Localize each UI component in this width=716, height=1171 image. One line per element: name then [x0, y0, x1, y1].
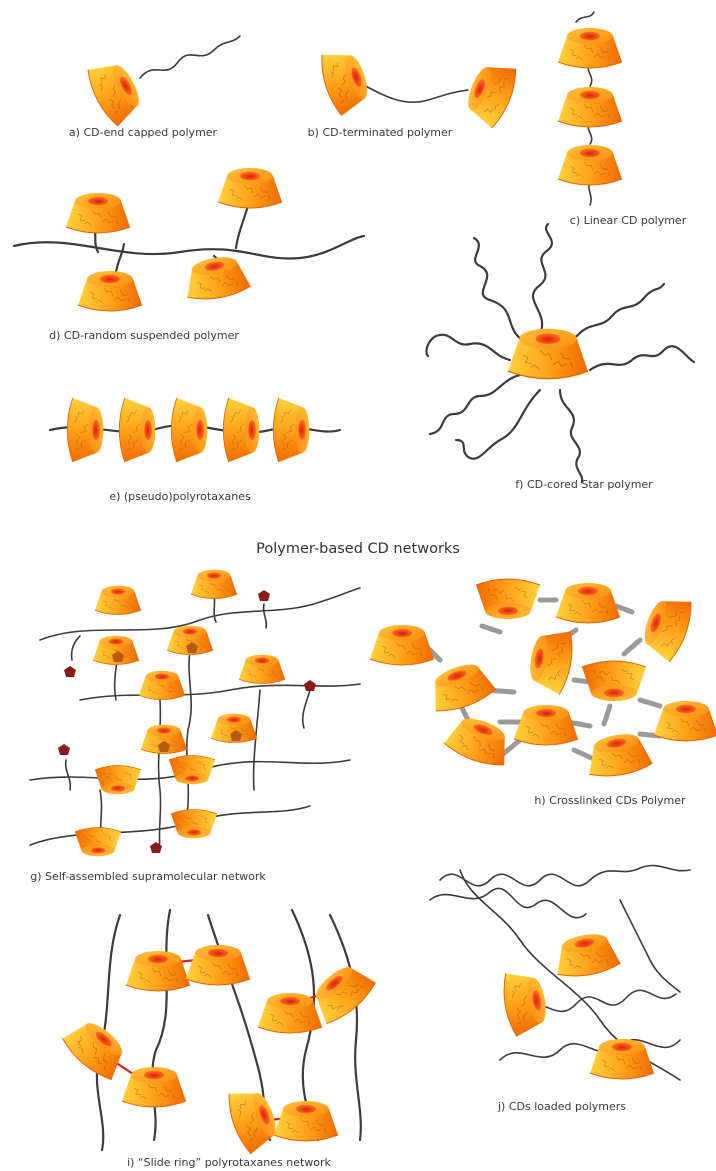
cyclodextrin-icon — [170, 397, 208, 463]
cyclodextrin-icon — [459, 55, 522, 131]
cyclodextrin-icon — [168, 755, 216, 785]
cyclodextrin-icon — [272, 397, 310, 463]
caption-j: j) CDs loaded polymers — [497, 1100, 626, 1113]
cyclodextrin-icon — [551, 929, 623, 981]
caption-b: b) CD-terminated polymer — [308, 126, 453, 139]
caption-a: a) CD-end capped polymer — [69, 126, 218, 139]
cyclodextrin-icon — [525, 625, 577, 697]
cyclodextrin-icon — [66, 397, 104, 463]
guest-molecule-icon — [258, 590, 270, 601]
cyclodextrin-icon — [238, 654, 286, 684]
cyclodextrin-icon — [94, 585, 142, 615]
panel-i-slide-ring: i) “Slide ring” polyrotaxanes network — [58, 908, 380, 1169]
guest-molecule-icon — [186, 642, 198, 653]
caption-h: h) Crosslinked CDs Polymer — [534, 794, 686, 807]
cyclodextrin-icon — [222, 397, 260, 463]
cyclodextrin-icon — [222, 1081, 284, 1157]
cyclodextrin-icon — [581, 660, 647, 702]
panel-a-end-capped: a) CD-end capped polymer — [69, 35, 241, 139]
guest-molecule-icon — [158, 741, 170, 752]
panel-e-polyrotaxanes: e) (pseudo)polyrotaxanes — [48, 397, 342, 503]
cyclodextrin-icon — [369, 624, 435, 666]
cyclodextrin-icon — [125, 950, 191, 992]
guest-molecule-icon — [304, 680, 316, 691]
cyclodextrin-icon — [170, 809, 218, 839]
cyclodextrin-icon — [74, 827, 122, 857]
guest-molecule-icon — [58, 744, 70, 755]
caption-c: c) Linear CD polymer — [570, 214, 687, 227]
panel-b-terminated: b) CD-terminated polymer — [308, 43, 522, 139]
cyclodextrin-icon — [190, 569, 238, 599]
cyclodextrin-icon — [217, 167, 283, 209]
caption-d: d) CD-random suspended polymer — [49, 329, 239, 342]
cyclodextrin-icon — [181, 252, 253, 304]
caption-i: i) “Slide ring” polyrotaxanes network — [127, 1156, 331, 1169]
cyclodextrin-icon — [138, 670, 186, 700]
panel-j-loaded: j) CDs loaded polymers — [429, 864, 691, 1113]
cyclodextrin-icon — [557, 27, 623, 69]
caption-e: e) (pseudo)polyrotaxanes — [109, 490, 251, 503]
cyclodextrin-icon — [423, 656, 499, 718]
cyclodextrin-icon — [653, 700, 716, 742]
guest-molecule-icon — [150, 842, 162, 853]
cyclodextrin-icon — [82, 53, 149, 130]
cyclodextrin-icon — [273, 1100, 339, 1142]
guest-molecule-icon — [64, 666, 76, 677]
cyclodextrin-icon — [557, 144, 623, 186]
panel-c-linear: c) Linear CD polymer — [557, 11, 687, 227]
cyclodextrin-icon — [65, 192, 131, 234]
cyclodextrin-icon — [94, 765, 142, 795]
guest-molecule-icon — [230, 730, 242, 741]
cyclodextrin-icon — [475, 578, 541, 620]
caption-g: g) Self-assembled supramolecular network — [30, 870, 266, 883]
section-heading: Polymer-based CD networks — [256, 541, 460, 557]
cyclodextrin-icon — [583, 729, 655, 781]
cyclodextrin-icon — [185, 944, 251, 986]
cyclodextrin-icon — [118, 397, 156, 463]
panel-g-self-assembled: g) Self-assembled supramolecular network — [29, 569, 361, 883]
panel-d-suspended: d) CD-random suspended polymer — [12, 167, 366, 342]
cyclodextrin-icon — [315, 43, 375, 119]
cyclodextrin-icon — [636, 589, 698, 665]
cyclodextrin-icon — [499, 967, 551, 1039]
cyclodextrin-icon — [257, 992, 323, 1034]
cyclodextrin-icon — [555, 582, 621, 624]
cyclodextrin-icon — [589, 1038, 655, 1080]
guest-molecule-icon — [112, 651, 124, 662]
panel-f-star: f) CD-cored Star polymer — [425, 222, 696, 491]
cyclodextrin-icon — [513, 704, 579, 746]
panel-h-cds: h) Crosslinked CDs Polymer — [369, 578, 716, 807]
cyclodextrin-icon — [557, 86, 623, 128]
cyclodextrin-icon — [77, 270, 143, 312]
caption-f: f) CD-cored Star polymer — [515, 478, 653, 491]
